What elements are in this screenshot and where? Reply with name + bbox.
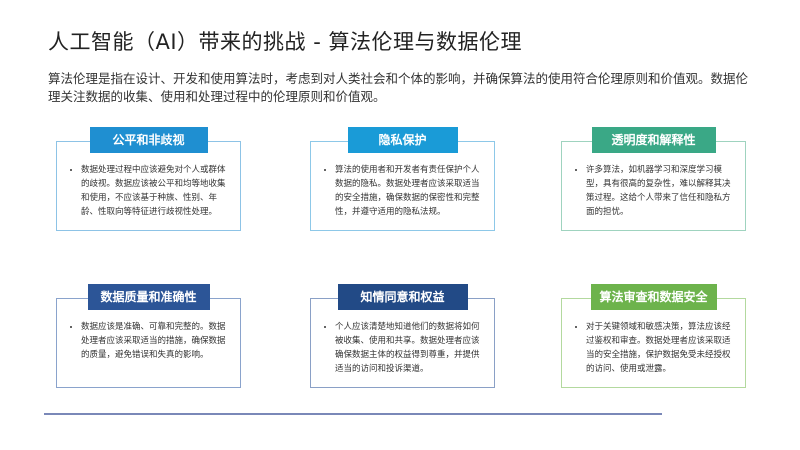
card-body-transparency: 许多算法，如机器学习和深度学习模型，具有很高的复杂性，难以解释其决策过程。这给个… xyxy=(572,163,735,219)
card-text-data-quality: 数据应该是准确、可靠和完整的。数据处理者应该采取适当的措施，确保数据的质量，避免… xyxy=(81,320,230,362)
card-text-consent: 个人应该清楚地知道他们的数据将如何被收集、使用和共享。数据处理者应该确保数据主体… xyxy=(335,320,484,376)
intro-paragraph: 算法伦理是指在设计、开发和使用算法时，考虑到对人类社会和个体的影响，并确保算法的… xyxy=(48,71,749,104)
card-privacy: 隐私保护 算法的使用者和开发者有责任保护个人数据的隐私。数据处理者应该采取适当的… xyxy=(310,127,495,231)
card-text-privacy: 算法的使用者和开发者有责任保护个人数据的隐私。数据处理者应该采取适当的安全措施，… xyxy=(335,163,484,219)
card-data-quality: 数据质量和准确性 数据应该是准确、可靠和完整的。数据处理者应该采取适当的措施，确… xyxy=(56,284,241,388)
card-title-data-quality: 数据质量和准确性 xyxy=(87,284,210,310)
page-title: 人工智能（AI）带来的挑战 - 算法伦理与数据伦理 xyxy=(48,30,522,54)
card-title-consent: 知情同意和权益 xyxy=(337,284,468,310)
card-body-consent: 个人应该清楚地知道他们的数据将如何被收集、使用和共享。数据处理者应该确保数据主体… xyxy=(321,320,484,376)
card-body-algorithm-audit: 对于关键领域和敏感决策，算法应该经过鉴权和审查。数据处理者应该采取适当的安全措施… xyxy=(572,320,735,376)
card-fairness: 公平和非歧视 数据处理过程中应该避免对个人或群体的歧视。数据应该被公平和均等地收… xyxy=(56,127,241,231)
card-transparency: 透明度和解释性 许多算法，如机器学习和深度学习模型，具有很高的复杂性，难以解释其… xyxy=(561,127,746,231)
card-title-algorithm-audit: 算法审查和数据安全 xyxy=(590,284,717,310)
card-title-fairness: 公平和非歧视 xyxy=(89,127,208,153)
card-body-privacy: 算法的使用者和开发者有责任保护个人数据的隐私。数据处理者应该采取适当的安全措施，… xyxy=(321,163,484,219)
card-text-algorithm-audit: 对于关键领域和敏感决策，算法应该经过鉴权和审查。数据处理者应该采取适当的安全措施… xyxy=(586,320,735,376)
footer-divider xyxy=(44,413,662,415)
card-text-transparency: 许多算法，如机器学习和深度学习模型，具有很高的复杂性，难以解释其决策过程。这给个… xyxy=(586,163,735,219)
card-body-data-quality: 数据应该是准确、可靠和完整的。数据处理者应该采取适当的措施，确保数据的质量，避免… xyxy=(67,320,230,362)
card-body-fairness: 数据处理过程中应该避免对个人或群体的歧视。数据应该被公平和均等地收集和使用，不应… xyxy=(67,163,230,219)
card-title-privacy: 隐私保护 xyxy=(347,127,458,153)
card-text-fairness: 数据处理过程中应该避免对个人或群体的歧视。数据应该被公平和均等地收集和使用，不应… xyxy=(81,163,230,219)
card-consent: 知情同意和权益 个人应该清楚地知道他们的数据将如何被收集、使用和共享。数据处理者… xyxy=(310,284,495,388)
card-algorithm-audit: 算法审查和数据安全 对于关键领域和敏感决策，算法应该经过鉴权和审查。数据处理者应… xyxy=(561,284,746,388)
card-title-transparency: 透明度和解释性 xyxy=(591,127,716,153)
